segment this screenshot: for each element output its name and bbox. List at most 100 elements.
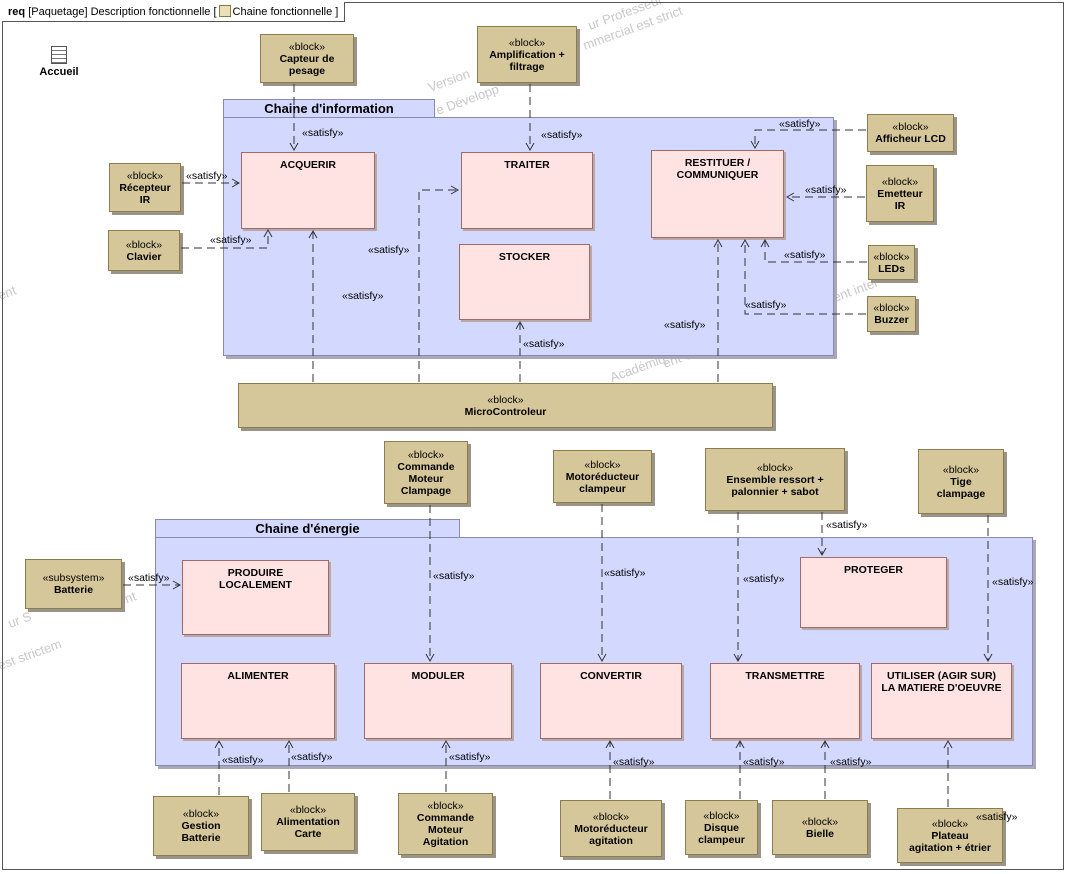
block-stereotype: «block» (508, 36, 546, 49)
block-stereotype: «block» (182, 808, 220, 820)
block-alimentation-carte[interactable]: «block»Alimentation Carte (261, 793, 355, 851)
requirement-stocker[interactable]: STOCKER (459, 244, 590, 320)
block-stereotype: «block» (592, 810, 630, 823)
package-tab-info: Chaine d'information (223, 99, 435, 118)
watermark-text: ent (0, 282, 18, 302)
block-microcontroleur[interactable]: «block»MicroControleur (238, 383, 773, 428)
block-name: Commande Moteur Clampage (397, 460, 455, 497)
satisfy-label: «satisfy» (291, 751, 333, 763)
accueil-label: Accueil (39, 66, 79, 78)
block-stereotype: «block» (125, 238, 163, 251)
satisfy-label: «satisfy» (743, 756, 785, 768)
block-leds[interactable]: «block»LEDs (868, 245, 915, 280)
requirement-acquerir[interactable]: ACQUERIR (241, 152, 375, 229)
requirement-produire[interactable]: PRODUIRE LOCALEMENT (182, 560, 329, 635)
block-name: Plateau agitation + étrier (909, 829, 991, 854)
satisfy-label: «satisfy» (433, 570, 475, 582)
satisfy-label: «satisfy» (342, 290, 384, 302)
block-name: Clavier (126, 250, 162, 263)
block-name: Capteur de pesage (279, 52, 335, 77)
block-buzzer[interactable]: «block»Buzzer (867, 296, 916, 332)
block-emetteur-ir[interactable]: «block»Emetteur IR (866, 165, 934, 222)
block-stereotype: «block» (289, 804, 327, 816)
satisfy-label: «satisfy» (664, 319, 706, 331)
satisfy-label: «satisfy» (784, 249, 826, 261)
satisfy-label: «satisfy» (779, 118, 821, 130)
block-name: Gestion Batterie (181, 820, 221, 844)
satisfy-label: «satisfy» (302, 127, 344, 139)
satisfy-label: «satisfy» (368, 244, 410, 256)
block-motoreducteur-clampeur[interactable]: «block»Motoréducteur clampeur (553, 450, 652, 503)
satisfy-label: «satisfy» (826, 519, 868, 531)
block-stereotype: «block» (756, 461, 794, 474)
satisfy-label: «satisfy» (210, 234, 252, 246)
block-stereotype: «block» (126, 169, 164, 182)
satisfy-label: «satisfy» (992, 576, 1034, 588)
block-tige-clampage[interactable]: «block»Tige clampage (918, 449, 1004, 514)
subsystem-batterie[interactable]: «subsystem»Batterie (25, 559, 122, 609)
requirement-restituer[interactable]: RESTITUER / COMMUNIQUER (651, 150, 784, 238)
block-stereotype: «block» (931, 817, 969, 830)
block-gestion-batterie[interactable]: «block»Gestion Batterie (153, 796, 249, 856)
requirement-utiliser[interactable]: UTILISER (AGIR SUR) LA MATIERE D'OEUVRE (871, 663, 1012, 739)
diagram-title[interactable]: Chaine fonctionnelle (232, 6, 333, 18)
block-stereotype: «block» (873, 302, 910, 314)
accueil-link[interactable]: Accueil (36, 46, 82, 78)
satisfy-label: «satisfy» (743, 573, 785, 585)
block-stereotype: «block» (801, 815, 839, 828)
requirement-moduler[interactable]: MODULER (364, 663, 512, 739)
diagram-path: [Paquetage] Description fonctionnelle [ (28, 6, 217, 18)
diagram-kind: req (8, 6, 26, 18)
block-bielle[interactable]: «block»Bielle (772, 800, 868, 855)
satisfy-label: «satisfy» (976, 811, 1018, 823)
block-clavier[interactable]: «block»Clavier (108, 230, 180, 271)
block-stereotype: «block» (881, 175, 919, 188)
block-recepteur-ir[interactable]: «block»Récepteur IR (109, 163, 181, 212)
block-commande-moteur-clampage[interactable]: «block»Commande Moteur Clampage (384, 441, 468, 504)
block-name: Alimentation Carte (276, 816, 340, 840)
block-stereotype: «block» (873, 250, 910, 263)
package-tab-energie: Chaine d'énergie (155, 519, 460, 538)
diagram-header-tab: req [Paquetage] Description fonctionnell… (2, 2, 346, 22)
block-stereotype: «block» (584, 458, 621, 471)
requirement-transmettre[interactable]: TRANSMETTRE (710, 663, 860, 739)
block-stereotype: «block» (703, 809, 740, 822)
block-stereotype: «block» (942, 463, 980, 476)
block-name: LEDs (878, 262, 905, 275)
requirement-traiter[interactable]: TRAITER (461, 152, 593, 229)
block-name: Buzzer (874, 314, 909, 326)
satisfy-label: «satisfy» (541, 129, 583, 141)
diagram-close: ] (335, 6, 339, 18)
block-name: Tige clampage (936, 475, 986, 500)
block-stereotype: «block» (427, 800, 464, 812)
satisfy-label: «satisfy» (222, 754, 264, 766)
satisfy-label: «satisfy» (745, 299, 787, 311)
satisfy-label: «satisfy» (613, 756, 655, 768)
requirement-alimenter[interactable]: ALIMENTER (181, 663, 335, 739)
document-icon (51, 46, 67, 64)
block-name: Amplification + filtrage (489, 48, 565, 73)
block-name: Afficheur LCD (875, 133, 946, 145)
block-ensemble-ressort[interactable]: «block»Ensemble ressort + palonnier + sa… (705, 448, 845, 511)
satisfy-label: «satisfy» (449, 751, 491, 763)
block-motoreducteur-agitation[interactable]: «block»Motoréducteur agitation (560, 800, 662, 857)
block-capteur-pesage[interactable]: «block»Capteur de pesage (260, 34, 354, 83)
satisfy-label: «satisfy» (128, 572, 170, 584)
requirement-proteger[interactable]: PROTEGER (800, 557, 947, 628)
block-name: Disque clampeur (698, 821, 745, 846)
block-commande-moteur-agitation[interactable]: «block»Commande Moteur Agitation (398, 793, 493, 855)
block-amplification[interactable]: «block»Amplification + filtrage (477, 26, 577, 83)
block-name: Bielle (805, 827, 834, 840)
block-disque-clampeur[interactable]: «block»Disque clampeur (685, 800, 758, 855)
block-afficheur-lcd[interactable]: «block»Afficheur LCD (867, 114, 954, 152)
satisfy-label: «satisfy» (805, 184, 847, 196)
requirement-convertir[interactable]: CONVERTIR (540, 663, 682, 739)
block-name: MicroControleur (464, 405, 547, 418)
satisfy-label: «satisfy» (523, 338, 565, 350)
block-name: Commande Moteur Agitation (416, 812, 475, 848)
block-stereotype: «subsystem» (42, 572, 105, 584)
block-stereotype: «block» (487, 393, 524, 406)
block-plateau-agitation[interactable]: «block»Plateau agitation + étrier (897, 808, 1003, 863)
